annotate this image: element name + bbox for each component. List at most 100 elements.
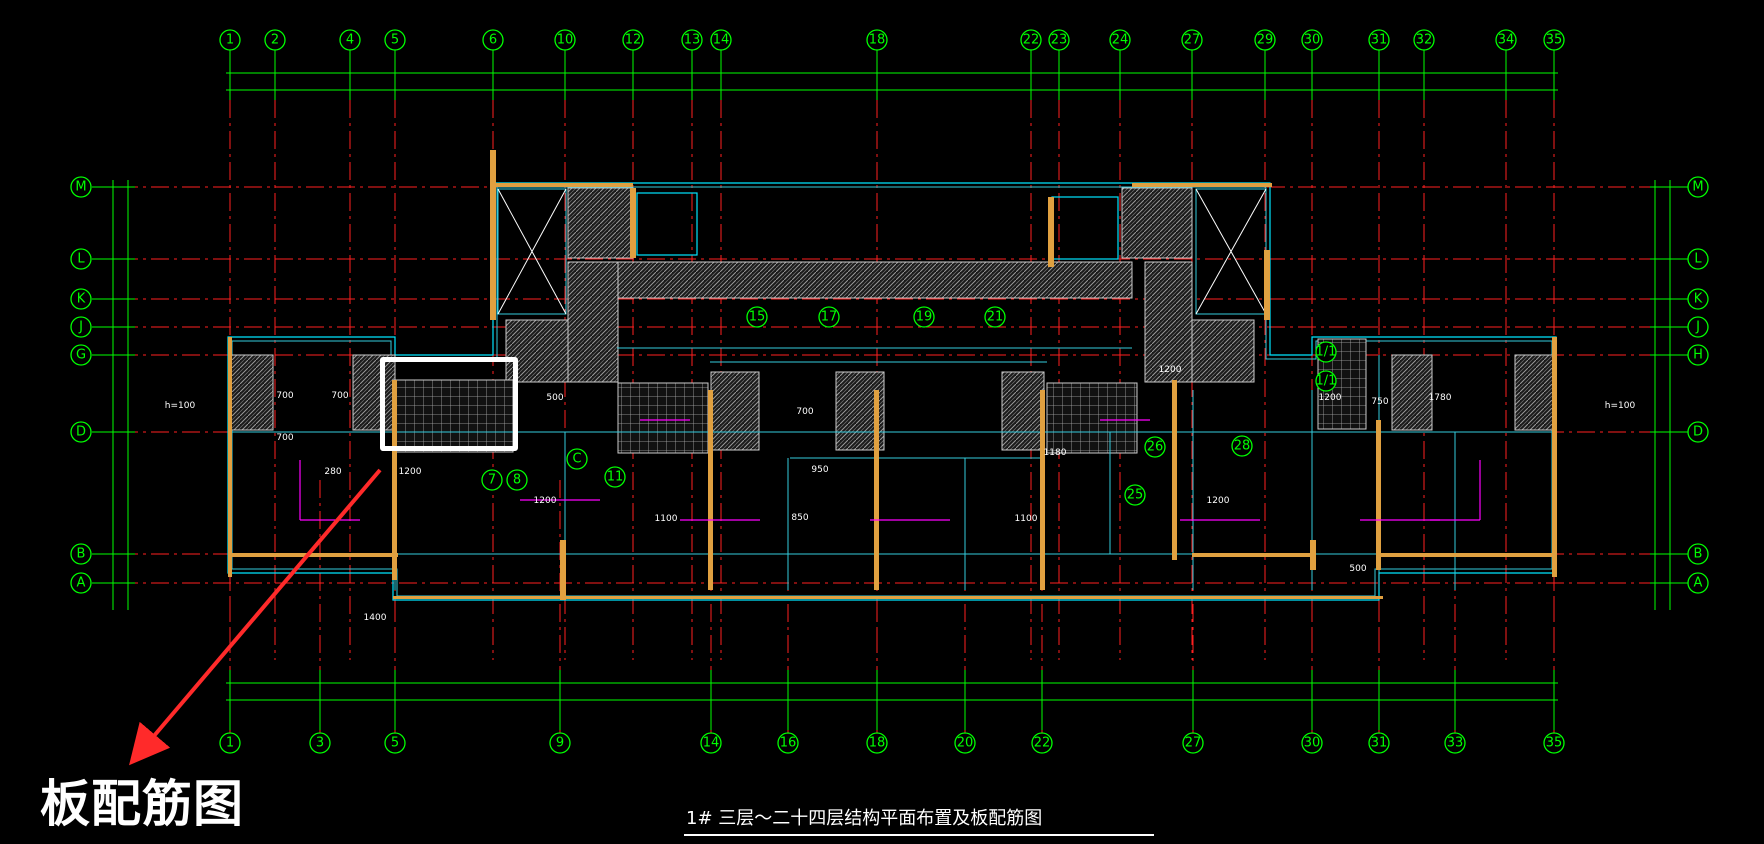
axis-label: 27 <box>1185 736 1202 751</box>
elevator-void <box>497 188 567 315</box>
axis-label: A <box>1694 576 1703 591</box>
axis-bubble-circle <box>1301 29 1323 51</box>
axis-label: 4 <box>346 33 354 48</box>
axis-bubble-circle <box>954 732 976 754</box>
inner-axis-7: 7 <box>481 469 503 491</box>
bottom-axis-33: 33 <box>1444 732 1466 754</box>
top-axis-5: 5 <box>384 29 406 51</box>
shaft-slab <box>1191 319 1255 383</box>
shear-wall <box>708 390 713 590</box>
top-axis-22: 22 <box>1020 29 1042 51</box>
axis-label: 27 <box>1184 33 1201 48</box>
shaft-slab <box>1514 354 1556 431</box>
axis-bubble-circle <box>1687 543 1709 565</box>
axis-bubble-circle <box>1144 436 1166 458</box>
axis-bubble-circle <box>746 306 768 328</box>
shear-wall <box>393 596 1383 599</box>
axis-bubble-circle <box>1368 732 1390 754</box>
axis-bubble-circle <box>219 29 241 51</box>
shaft-slab <box>710 371 760 451</box>
dimension-value: 1200 <box>1319 393 1342 403</box>
inner-axis-C: C <box>566 448 588 470</box>
axis-bubble-circle <box>219 732 241 754</box>
axis-label: 22 <box>1034 736 1051 751</box>
axis-label: 17 <box>821 310 838 325</box>
inner-axis-15: 15 <box>746 306 768 328</box>
top-axis-12: 12 <box>622 29 644 51</box>
callout-arrow <box>129 468 382 766</box>
shaft-slab <box>1121 187 1193 259</box>
bottom-axis-20: 20 <box>954 732 976 754</box>
axis-label: 14 <box>713 33 730 48</box>
axis-label: 1 <box>226 33 234 48</box>
dimension-value: 1200 <box>1207 496 1230 506</box>
axis-bubble-circle <box>1031 732 1053 754</box>
bottom-axis-30: 30 <box>1301 732 1323 754</box>
axis-label: H <box>1693 348 1703 363</box>
axis-bubble-circle <box>70 176 92 198</box>
left-axis-J: J <box>70 316 92 338</box>
top-axis-35: 35 <box>1543 29 1565 51</box>
right-axis-J: J <box>1687 316 1709 338</box>
axis-bubble-circle <box>566 448 588 470</box>
axis-bubble-circle <box>1687 344 1709 366</box>
shaft-slab <box>567 261 619 383</box>
shaft-slab <box>1001 371 1045 451</box>
axis-bubble-circle <box>1315 370 1337 392</box>
axis-label: 21 <box>987 310 1004 325</box>
axis-bubble-circle <box>1182 732 1204 754</box>
shaft-slab <box>567 187 634 259</box>
top-axis-34: 34 <box>1495 29 1517 51</box>
shear-wall <box>1048 197 1054 267</box>
axis-label: 22 <box>1023 33 1040 48</box>
top-axis-13: 13 <box>681 29 703 51</box>
dimension-value: 700 <box>276 433 293 443</box>
axis-bubble-circle <box>549 732 571 754</box>
axis-label: G <box>76 348 86 363</box>
dimension-value: 1100 <box>1015 514 1038 524</box>
shear-wall <box>1379 553 1557 557</box>
axis-bubble-circle <box>506 469 528 491</box>
top-axis-2: 2 <box>264 29 286 51</box>
axis-label: L <box>77 252 85 267</box>
shear-wall <box>392 380 397 580</box>
left-axis-B: B <box>70 543 92 565</box>
axis-bubble-circle <box>1368 29 1390 51</box>
left-axis-G: G <box>70 344 92 366</box>
dimension-value: 1100 <box>655 514 678 524</box>
axis-label: J <box>78 320 83 335</box>
axis-label: 35 <box>1546 33 1563 48</box>
bottom-axis-5: 5 <box>384 732 406 754</box>
axis-label: J <box>1695 320 1700 335</box>
axis-label: 25 <box>1127 488 1144 503</box>
bottom-axis-16: 16 <box>777 732 799 754</box>
axis-bubble-circle <box>1231 435 1253 457</box>
inner-axis-17: 17 <box>818 306 840 328</box>
axis-bubble-circle <box>309 732 331 754</box>
top-axis-27: 27 <box>1181 29 1203 51</box>
right-axis-K: K <box>1687 288 1709 310</box>
axis-label: M <box>1692 180 1703 195</box>
bottom-axis-31: 31 <box>1368 732 1390 754</box>
axis-label: 3 <box>316 736 324 751</box>
axis-label: 30 <box>1304 33 1321 48</box>
inner-axis-26: 26 <box>1144 436 1166 458</box>
axis-label: 10 <box>557 33 574 48</box>
axis-label: 8 <box>513 473 521 488</box>
dimension-value: 1780 <box>1429 393 1452 403</box>
axis-label: 1 <box>226 736 234 751</box>
right-axis-D: D <box>1687 421 1709 443</box>
dimension-value: 1200 <box>399 467 422 477</box>
shear-wall <box>1192 553 1312 557</box>
shear-wall <box>490 150 496 320</box>
slab-thickness-note: h=100 <box>165 401 196 411</box>
inner-axis-8: 8 <box>506 469 528 491</box>
shear-wall <box>1132 183 1272 187</box>
axis-bubble-circle <box>1444 732 1466 754</box>
right-axis-M: M <box>1687 176 1709 198</box>
